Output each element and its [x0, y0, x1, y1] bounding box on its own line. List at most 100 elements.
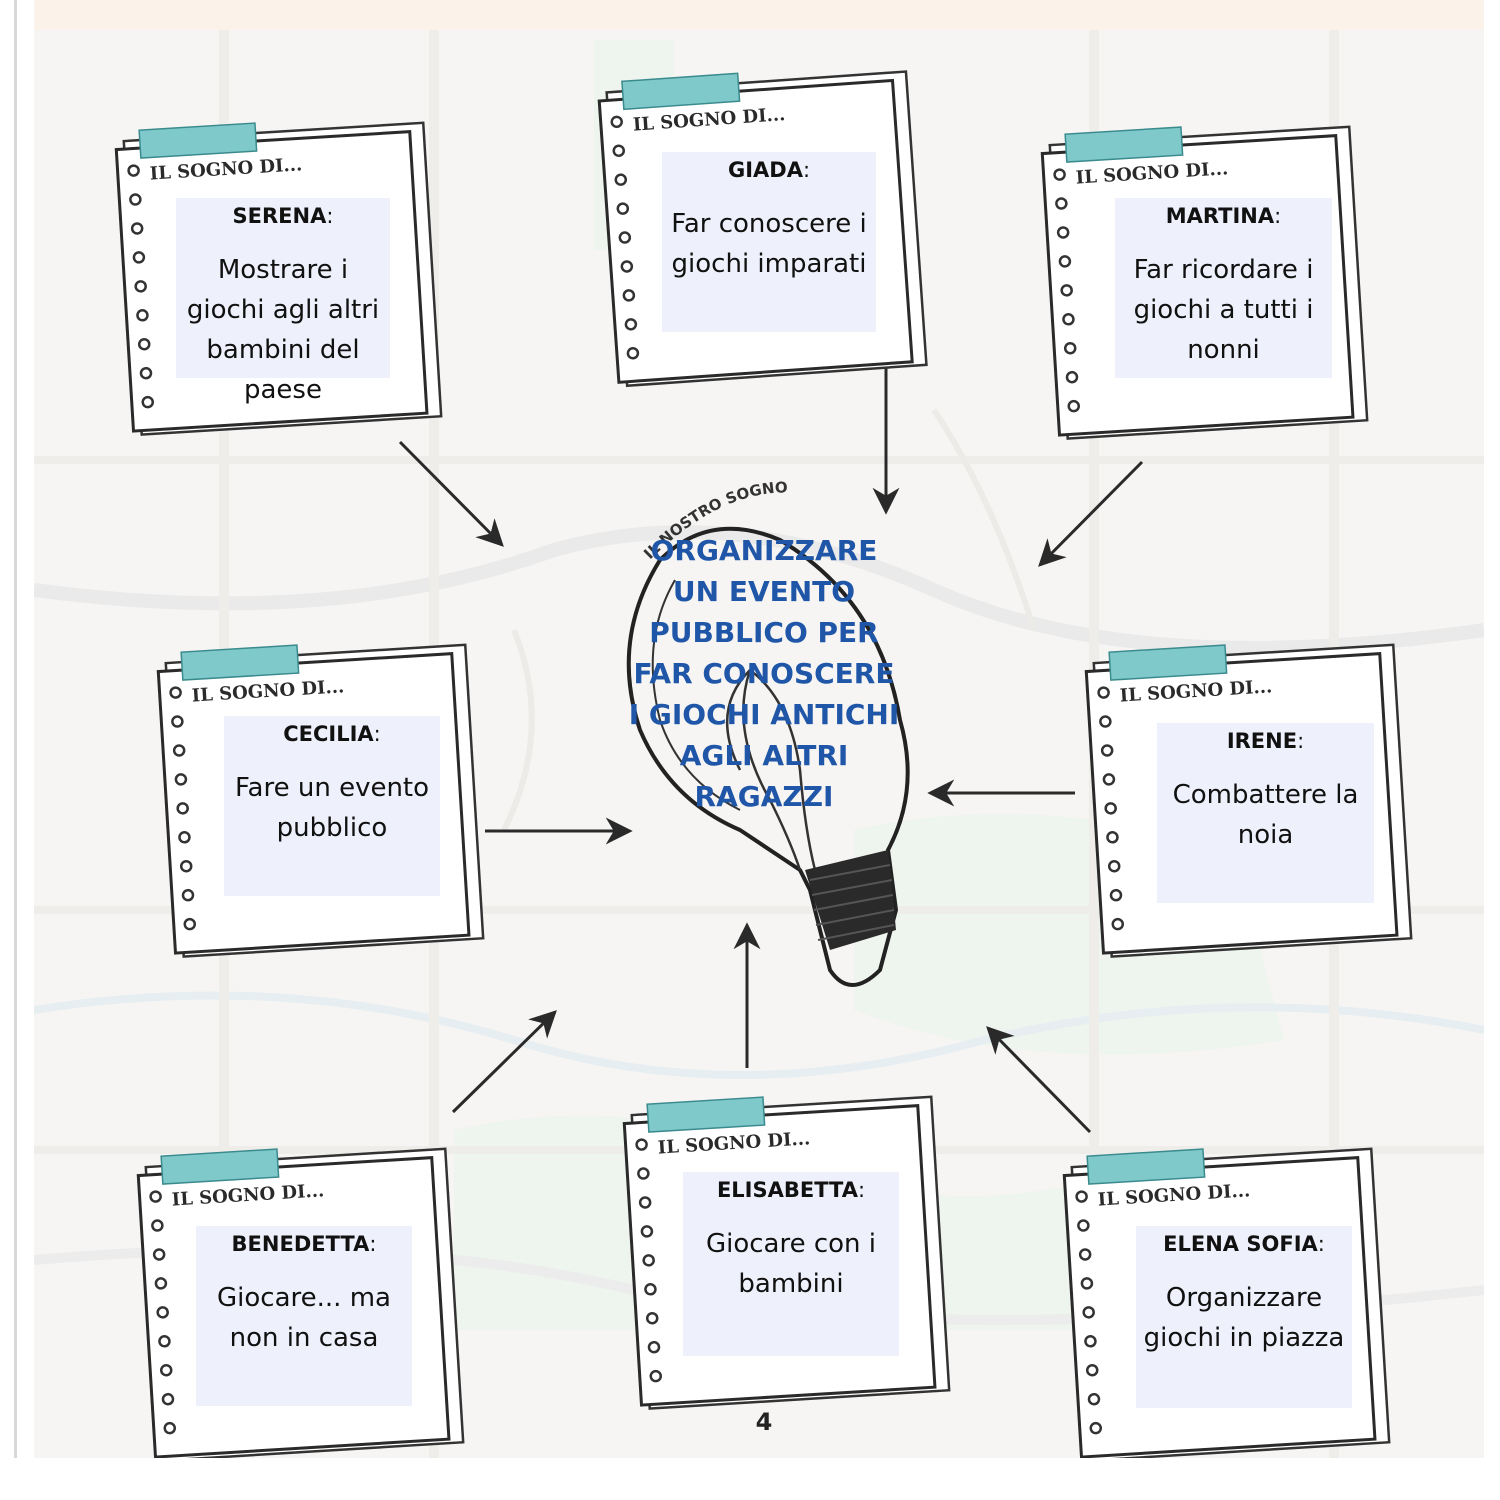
spiral-hole	[1100, 744, 1114, 757]
card-name: SERENA:	[176, 204, 390, 228]
spiral-hole	[1080, 1277, 1094, 1290]
spiral-hole	[1089, 1421, 1103, 1435]
spiral-hole	[1097, 686, 1110, 699]
spiral-hole	[136, 309, 149, 322]
card-name-colon: :	[326, 204, 334, 228]
card-dream-text: Mostrare i giochi agli altri bambini del…	[186, 255, 380, 405]
tape-strip	[138, 122, 258, 159]
card-name-text: BENEDETTA	[231, 1232, 370, 1256]
spiral-hole	[151, 1219, 164, 1232]
spiral-hole	[1063, 341, 1077, 355]
spiral-hole	[141, 395, 155, 409]
tape-strip	[1086, 1148, 1206, 1185]
card-text-box-giada: GIADA:Far conoscere i giochi imparati	[662, 152, 876, 332]
spiral-hole	[647, 1340, 661, 1354]
spiral-hole	[1065, 370, 1079, 384]
card-dream-text: Giocare... ma non in casa	[217, 1283, 391, 1353]
spiral-hole	[640, 1225, 654, 1238]
spiral-hole	[620, 260, 634, 273]
page-number: 4	[755, 1408, 773, 1436]
spiral-hole	[1111, 917, 1125, 931]
card-dream-text: Combattere la noia	[1172, 780, 1359, 850]
card-name: ELISABETTA:	[683, 1178, 899, 1202]
card-name: BENEDETTA:	[196, 1232, 412, 1256]
spiral-hole	[618, 231, 632, 244]
card-dream-text: Giocare con i bambini	[705, 1229, 877, 1299]
spiral-hole	[158, 1335, 171, 1348]
spiral-hole	[152, 1248, 166, 1261]
spiral-hole	[612, 144, 626, 158]
spiral-hole	[622, 289, 636, 302]
card-name-colon: :	[373, 722, 381, 746]
spiral-hole	[1060, 284, 1073, 297]
card-name-text: CECILIA	[283, 722, 374, 746]
spiral-hole	[1067, 399, 1081, 413]
tape-strip	[1108, 644, 1228, 681]
card-name-text: ELENA SOFIA	[1163, 1232, 1318, 1256]
spiral-hole	[642, 1254, 655, 1267]
spiral-hole	[178, 831, 191, 844]
tape-strip	[646, 1096, 766, 1133]
spiral-hole	[179, 859, 193, 873]
spiral-hole	[626, 347, 640, 360]
card-name-colon: :	[802, 158, 811, 182]
card-text-box-martina: MARTINA:Far ricordare i giochi a tutti i…	[1115, 198, 1332, 378]
card-name: MARTINA:	[1115, 204, 1332, 228]
spiral-hole	[169, 686, 182, 699]
center-dream-text: ORGANIZZARE UN EVENTO PUBBLICO PER FAR C…	[628, 534, 900, 813]
card-name-text: ELISABETTA	[716, 1178, 858, 1202]
spiral-hole	[1104, 802, 1117, 815]
spiral-hole	[635, 1138, 648, 1151]
spiral-hole	[644, 1283, 657, 1296]
spiral-hole	[1056, 226, 1070, 239]
spiral-hole	[176, 802, 189, 815]
spiral-hole	[1055, 197, 1068, 210]
arrow-martina	[1038, 460, 1144, 567]
card-text-box-elena-sofia: ELENA SOFIA:Organizzare giochi in piazza	[1136, 1226, 1352, 1408]
card-text-box-irene: IRENE:Combattere la noia	[1157, 723, 1374, 903]
tape-strip	[180, 644, 300, 681]
spiral-hole	[1078, 1248, 1092, 1261]
card-name-text: SERENA	[232, 204, 327, 228]
card-name-colon: :	[1297, 729, 1305, 753]
spiral-hole	[1087, 1392, 1101, 1406]
spiral-hole	[624, 318, 638, 331]
spiral-hole	[645, 1311, 659, 1325]
page-edge-rule	[14, 0, 17, 1482]
spiral-hole	[163, 1421, 177, 1435]
spiral-hole	[149, 1190, 162, 1203]
arrow-benedetta	[451, 1010, 557, 1114]
spiral-hole	[129, 193, 142, 206]
tape-strip	[1064, 126, 1184, 163]
top-band	[34, 0, 1484, 30]
spiral-hole	[174, 773, 188, 786]
spiral-hole	[181, 888, 195, 902]
spiral-hole	[183, 917, 197, 931]
spiral-hole	[1075, 1190, 1088, 1203]
spiral-hole	[156, 1306, 169, 1319]
spiral-hole	[610, 115, 623, 129]
spiral-hole	[159, 1363, 173, 1377]
card-name-text: MARTINA	[1165, 204, 1275, 228]
card-name-colon: :	[1274, 204, 1282, 228]
card-text-box-benedetta: BENEDETTA: Giocare... ma non in casa	[196, 1226, 412, 1406]
card-dream-text: Fare un evento pubblico	[234, 773, 430, 843]
card-name-text: GIADA	[727, 158, 803, 182]
spiral-hole	[127, 164, 140, 177]
spiral-hole	[161, 1392, 175, 1406]
spiral-hole	[1085, 1363, 1099, 1377]
spiral-hole	[649, 1369, 663, 1383]
card-name: CECILIA:	[224, 722, 440, 746]
lightbulb-icon: IL NOSTRO SOGNO	[626, 478, 910, 987]
card-dream-text: Organizzare giochi in piazza	[1143, 1283, 1345, 1353]
card-name: GIADA:	[662, 158, 876, 182]
card-name-colon: :	[369, 1232, 377, 1256]
spiral-hole	[1109, 888, 1123, 902]
tape-strip	[160, 1148, 280, 1185]
spiral-hole	[139, 366, 153, 380]
spiral-hole	[1058, 255, 1072, 268]
spiral-hole	[172, 744, 186, 757]
spiral-hole	[171, 715, 184, 728]
